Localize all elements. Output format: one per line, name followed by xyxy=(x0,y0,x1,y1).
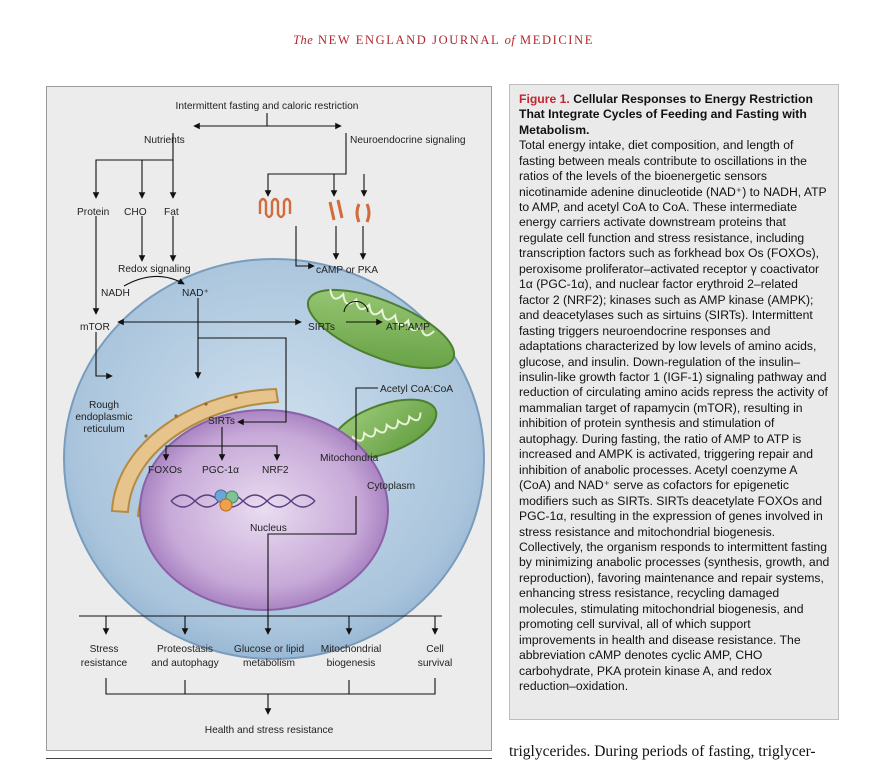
figure-caption: Figure 1. Cellular Responses to Energy R… xyxy=(509,84,839,720)
label-health: Health and stress resistance xyxy=(205,725,334,736)
receptor-dual-a xyxy=(328,199,344,221)
figure-svg: Intermittent fasting and caloric restric… xyxy=(46,86,492,751)
transcription-factors xyxy=(214,489,239,512)
caption-title-text: Cellular Responses to Energy Restriction… xyxy=(519,92,813,137)
label-outcome-proteostasis-1: Proteostasis xyxy=(157,644,213,655)
journal-name-2: MEDICINE xyxy=(520,33,594,47)
label-pgc1a: PGC-1α xyxy=(202,465,239,476)
receptor-serpentine xyxy=(258,197,292,219)
label-rough-er-3: reticulum xyxy=(83,424,124,435)
label-sirts-nucleus: SIRTs xyxy=(208,416,235,427)
label-cytoplasm: Cytoplasm xyxy=(367,481,415,492)
label-fat: Fat xyxy=(164,207,179,218)
label-outcome-survival-2: survival xyxy=(418,658,453,669)
label-outcome-stress-2: resistance xyxy=(81,658,128,669)
label-mitochondria: Mitochondria xyxy=(320,453,379,464)
label-redox: Redox signaling xyxy=(118,264,191,275)
journal-name-1: NEW ENGLAND JOURNAL xyxy=(318,33,500,47)
label-rough-er-1: Rough xyxy=(89,400,119,411)
nucleus-shape xyxy=(139,409,389,611)
label-outcome-proteostasis-2: and autophagy xyxy=(151,658,219,669)
label-sirts-cytoplasm: SIRTs xyxy=(308,322,335,333)
label-nad: NAD⁺ xyxy=(182,288,209,299)
label-outcome-stress-1: Stress xyxy=(90,644,119,655)
label-nadh: NADH xyxy=(101,288,130,299)
label-rough-er-2: endoplasmic xyxy=(75,412,132,423)
body-text-continuation: triglycerides. During periods of fasting… xyxy=(509,743,816,760)
journal-the: The xyxy=(293,33,314,47)
label-acetyl-coa: Acetyl CoA:CoA xyxy=(380,384,453,395)
label-outcome-mito-2: biogenesis xyxy=(327,658,376,669)
dna-helix xyxy=(170,494,316,508)
label-outcome-glucose-1: Glucose or lipid xyxy=(234,644,305,655)
label-nucleus: Nucleus xyxy=(250,523,287,534)
label-nrf2: NRF2 xyxy=(262,465,289,476)
label-intermittent-fasting: Intermittent fasting and caloric restric… xyxy=(176,101,359,112)
journal-of: of xyxy=(504,33,516,47)
label-mtor: mTOR xyxy=(80,322,110,333)
label-atp-amp: ATP:AMP xyxy=(386,322,430,333)
label-nutrients: Nutrients xyxy=(144,135,185,146)
label-outcome-survival-1: Cell xyxy=(426,644,444,655)
caption-figure-number: Figure 1. xyxy=(519,92,570,106)
label-camp-pka: cAMP or PKA xyxy=(316,265,378,276)
figure-illustration: Intermittent fasting and caloric restric… xyxy=(46,86,492,751)
bottom-rule xyxy=(46,758,492,759)
label-foxos: FOXOs xyxy=(148,465,182,476)
label-neuroendocrine: Neuroendocrine signaling xyxy=(350,135,466,146)
label-cho: CHO xyxy=(124,207,147,218)
caption-body: Total energy intake, diet composition, a… xyxy=(519,138,830,694)
pathway-arrows xyxy=(79,113,442,715)
receptor-dual-b xyxy=(355,203,371,223)
running-head: The NEW ENGLAND JOURNAL of MEDICINE xyxy=(0,33,887,48)
label-outcome-glucose-2: metabolism xyxy=(243,658,295,669)
label-protein: Protein xyxy=(77,207,109,218)
caption-title: Figure 1. Cellular Responses to Energy R… xyxy=(519,92,830,138)
label-outcome-mito-1: Mitochondrial xyxy=(321,644,382,655)
